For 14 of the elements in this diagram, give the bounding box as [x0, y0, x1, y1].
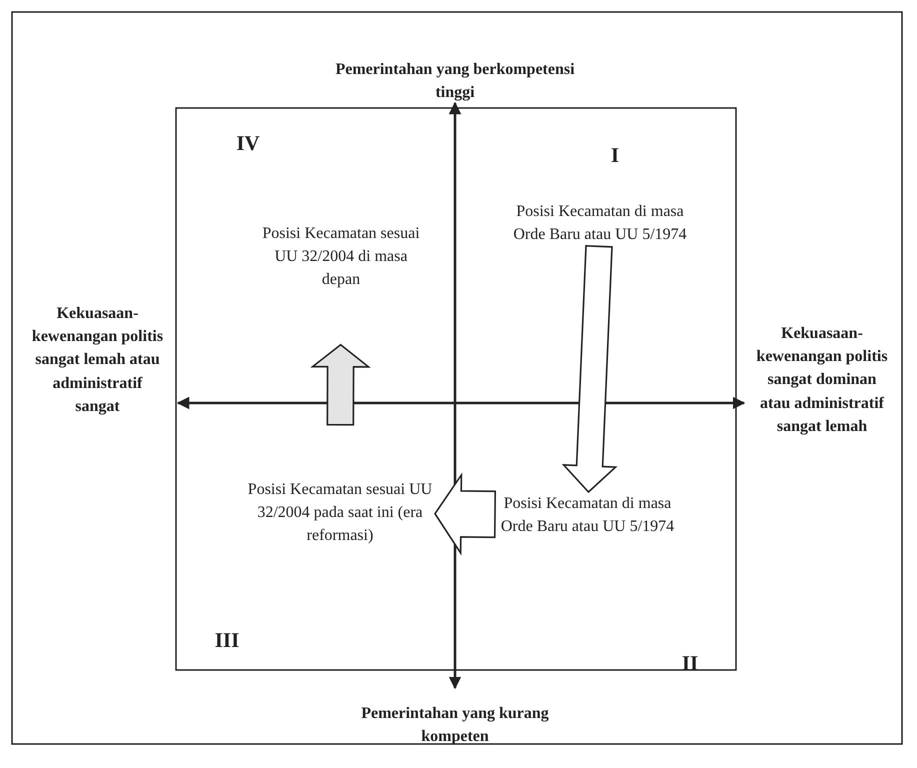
axis-label: Pemerintahan yang berkompetensi tinggi	[334, 60, 576, 104]
quadrant-number: IV	[235, 130, 261, 157]
position-text: Posisi Kecamatan sesuai UU 32/2004 pada saat ini (era reformasi)	[246, 480, 434, 546]
position-text: Posisi Kecamatan sesuai UU 32/2004 di masa depan	[261, 224, 421, 290]
axis-label: Kekuasaan-kewenangan politis sangat lemah atau administratif sangat	[30, 304, 164, 417]
quadrant-number: I	[610, 142, 620, 169]
hollow-arrow	[434, 472, 496, 556]
hollow-arrow	[310, 344, 371, 426]
axis-label: Pemerintahan yang kurang kompeten	[360, 704, 550, 748]
position-text: Posisi Kecamatan di masa Orde Baru atau UU 5/1974	[512, 202, 688, 246]
hollow-arrow	[562, 244, 618, 494]
axis-label: Kekuasaan-kewenangan politis sangat dominan atau administratif sangat lemah	[755, 324, 889, 437]
quadrant-number: III	[214, 627, 240, 654]
position-text: Posisi Kecamatan di masa Orde Baru atau UU 5/1974	[500, 494, 676, 538]
